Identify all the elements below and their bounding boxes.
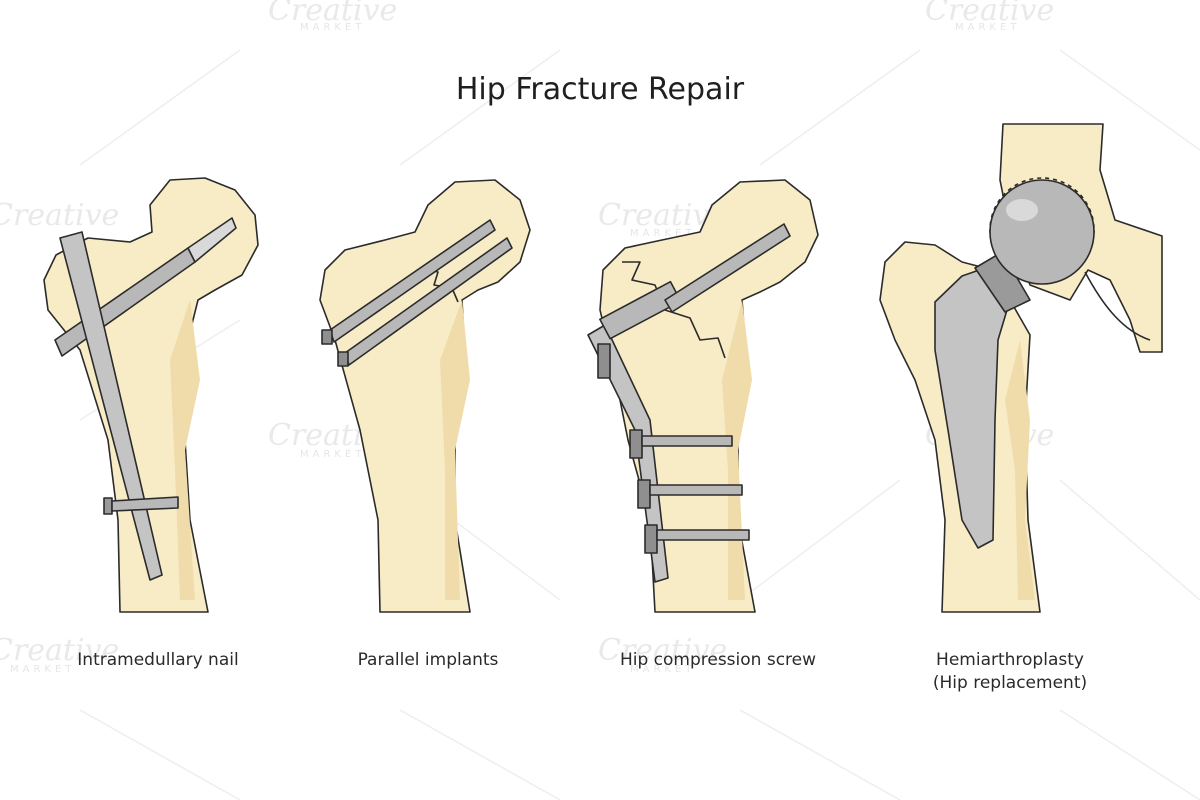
svg-text:Creative: Creative [925,0,1054,28]
panel-hip-compression-screw [587,179,819,613]
caption-line-2: (Hip replacement) [932,673,1088,693]
caption-line: Hemiarthroplasty [936,650,1084,670]
caption-line: Parallel implants [357,650,499,670]
watermark-logo-7: Creative MARKET [0,633,119,675]
lag-screw-thread [187,217,237,263]
svg-text:MARKET: MARKET [300,22,365,33]
panel-parallel-implants [319,179,531,613]
femur-shading [440,300,470,600]
prosthesis-head [989,179,1095,285]
watermark-logo-3: Creative [0,198,119,233]
caption-hip-compression-screw: Hip compression screw [588,649,848,672]
lag-screw [664,223,791,313]
svg-text:Creative: Creative [0,198,119,233]
distal-screw [103,497,113,515]
svg-text:MARKET: MARKET [10,664,75,675]
cortical-screw-2-head [637,479,651,509]
lower-screw-head [337,351,349,367]
panel-intramedullary-nail [43,177,259,613]
watermark-logo-2: Creative MARKET [925,0,1054,33]
cortical-screw-1-head [629,429,643,459]
prosthesis-head-highlight [1006,199,1038,221]
page-title: Hip Fracture Repair [455,72,745,107]
svg-text:Creative: Creative [268,0,397,28]
pelvis-inner-curve [1084,271,1151,341]
barrel [599,280,682,340]
watermark-logo-8: Creative MARKET [598,633,727,675]
caption-parallel-implants: Parallel implants [298,649,558,672]
femur-shading [170,300,200,600]
cortical-screw-1 [641,435,733,447]
svg-text:Creative: Creative [598,633,727,668]
femur-shading [722,300,752,600]
caption-intramedullary-nail: Intramedullary nail [28,649,288,672]
intramedullary-nail [59,231,163,581]
svg-text:MARKET: MARKET [630,664,695,675]
distal-screw-shaft [111,496,179,512]
panel-hemiarthroplasty [879,123,1163,613]
prosthesis-neck [974,251,1031,313]
cortical-screw-3 [656,529,750,541]
cortical-screw-2 [649,484,743,496]
femur-shading [1005,340,1035,600]
svg-text:MARKET: MARKET [300,449,365,460]
svg-text:MARKET: MARKET [955,22,1020,33]
caption-line: Hip compression screw [619,650,817,670]
upper-screw-head [321,329,333,345]
svg-text:Creative: Creative [0,633,119,668]
caption-hemiarthroplasty: Hemiarthroplasty (Hip replacement) [880,649,1140,695]
plate-head [597,343,611,379]
watermark-logo-1: Creative MARKET [268,0,397,33]
cortical-screw-3-head [644,524,658,554]
caption-line: Intramedullary nail [77,650,239,670]
svg-text:MARKET: MARKET [630,228,695,239]
